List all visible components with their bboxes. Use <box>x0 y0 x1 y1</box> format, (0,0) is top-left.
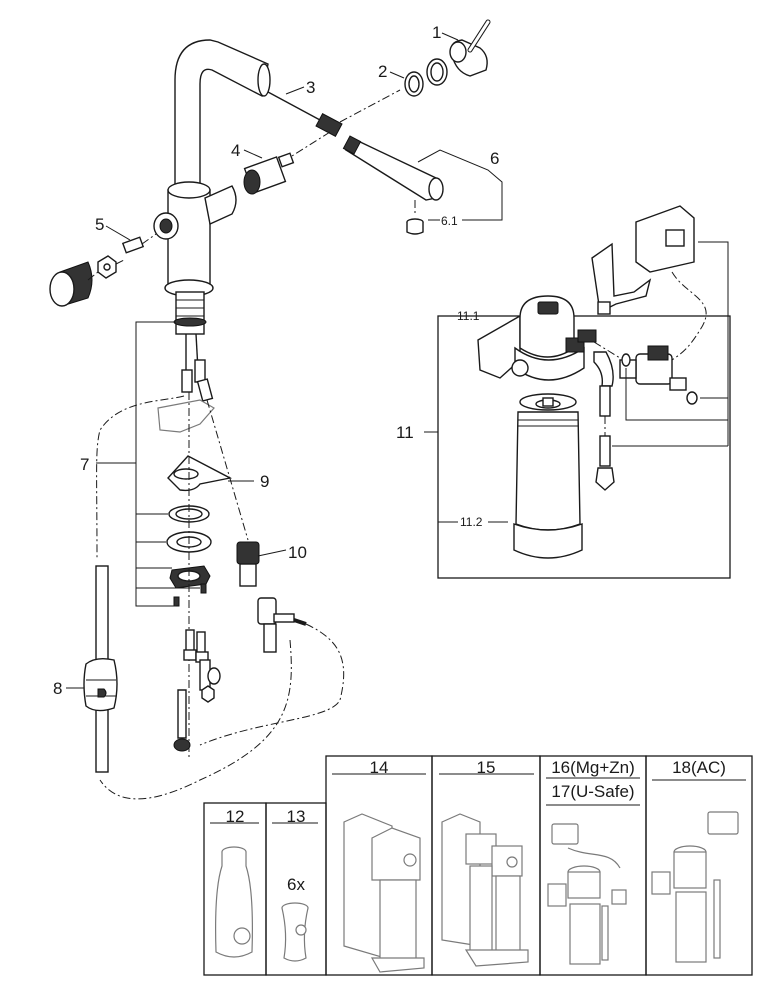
mounting-parts <box>157 399 233 607</box>
callout-10: 10 <box>288 543 307 562</box>
accessory-12-bottle <box>215 846 253 958</box>
callout-1: 1 <box>432 23 441 42</box>
callout-8: 8 <box>53 679 62 698</box>
accessory-12-label: 12 <box>226 807 245 826</box>
filter-head <box>477 295 597 381</box>
callout-11: 11 <box>396 423 414 442</box>
part-8-pipe <box>83 565 118 773</box>
accessory-13-quantity: 6x <box>287 875 305 894</box>
callout-3: 3 <box>306 78 315 97</box>
hose-end <box>173 689 191 752</box>
part-1-handle <box>449 19 491 77</box>
callout-11-1: 11.1 <box>457 309 480 323</box>
accessory-14-label: 14 <box>370 758 389 777</box>
callout-6-1: 6.1 <box>441 214 458 228</box>
part-4-cartridge <box>243 152 295 195</box>
part-2-rings <box>404 58 448 97</box>
faucet-body <box>153 39 271 402</box>
flow-meter <box>619 345 698 405</box>
part-3-hose <box>267 91 343 138</box>
accessories-panel <box>203 755 753 976</box>
callout-7: 7 <box>80 455 89 474</box>
tee-connector <box>183 629 221 703</box>
accessory-17-label: 17(U-Safe) <box>551 782 634 801</box>
accessory-18-label: 18(AC) <box>672 758 726 777</box>
filter-cartridge <box>513 393 583 559</box>
display-unit <box>635 205 695 273</box>
callout-2: 2 <box>378 62 387 81</box>
callout-6: 6 <box>490 149 499 168</box>
accessory-18-filter <box>651 811 739 963</box>
accessory-16-label: 16(Mg+Zn) <box>551 758 635 777</box>
part-5-fitting <box>97 236 145 279</box>
accessory-15-label: 15 <box>477 758 496 777</box>
part-6-spray <box>342 135 444 235</box>
callout-4: 4 <box>231 141 240 160</box>
knob <box>49 261 93 307</box>
filter-system-box <box>437 315 731 579</box>
callout-5: 5 <box>95 215 104 234</box>
callout-11-2: 11.2 <box>460 515 483 529</box>
angle-valve <box>257 597 307 653</box>
part-10-valve <box>236 541 260 587</box>
callout-9: 9 <box>260 472 269 491</box>
accessory-16-17-filter <box>547 823 627 965</box>
filter-bracket <box>591 242 652 315</box>
accessory-14-unit <box>343 813 425 973</box>
accessory-13-label: 13 <box>287 807 306 826</box>
accessory-13-glass <box>281 902 309 962</box>
supply-hose <box>593 351 615 491</box>
accessory-15-unit <box>441 813 529 967</box>
